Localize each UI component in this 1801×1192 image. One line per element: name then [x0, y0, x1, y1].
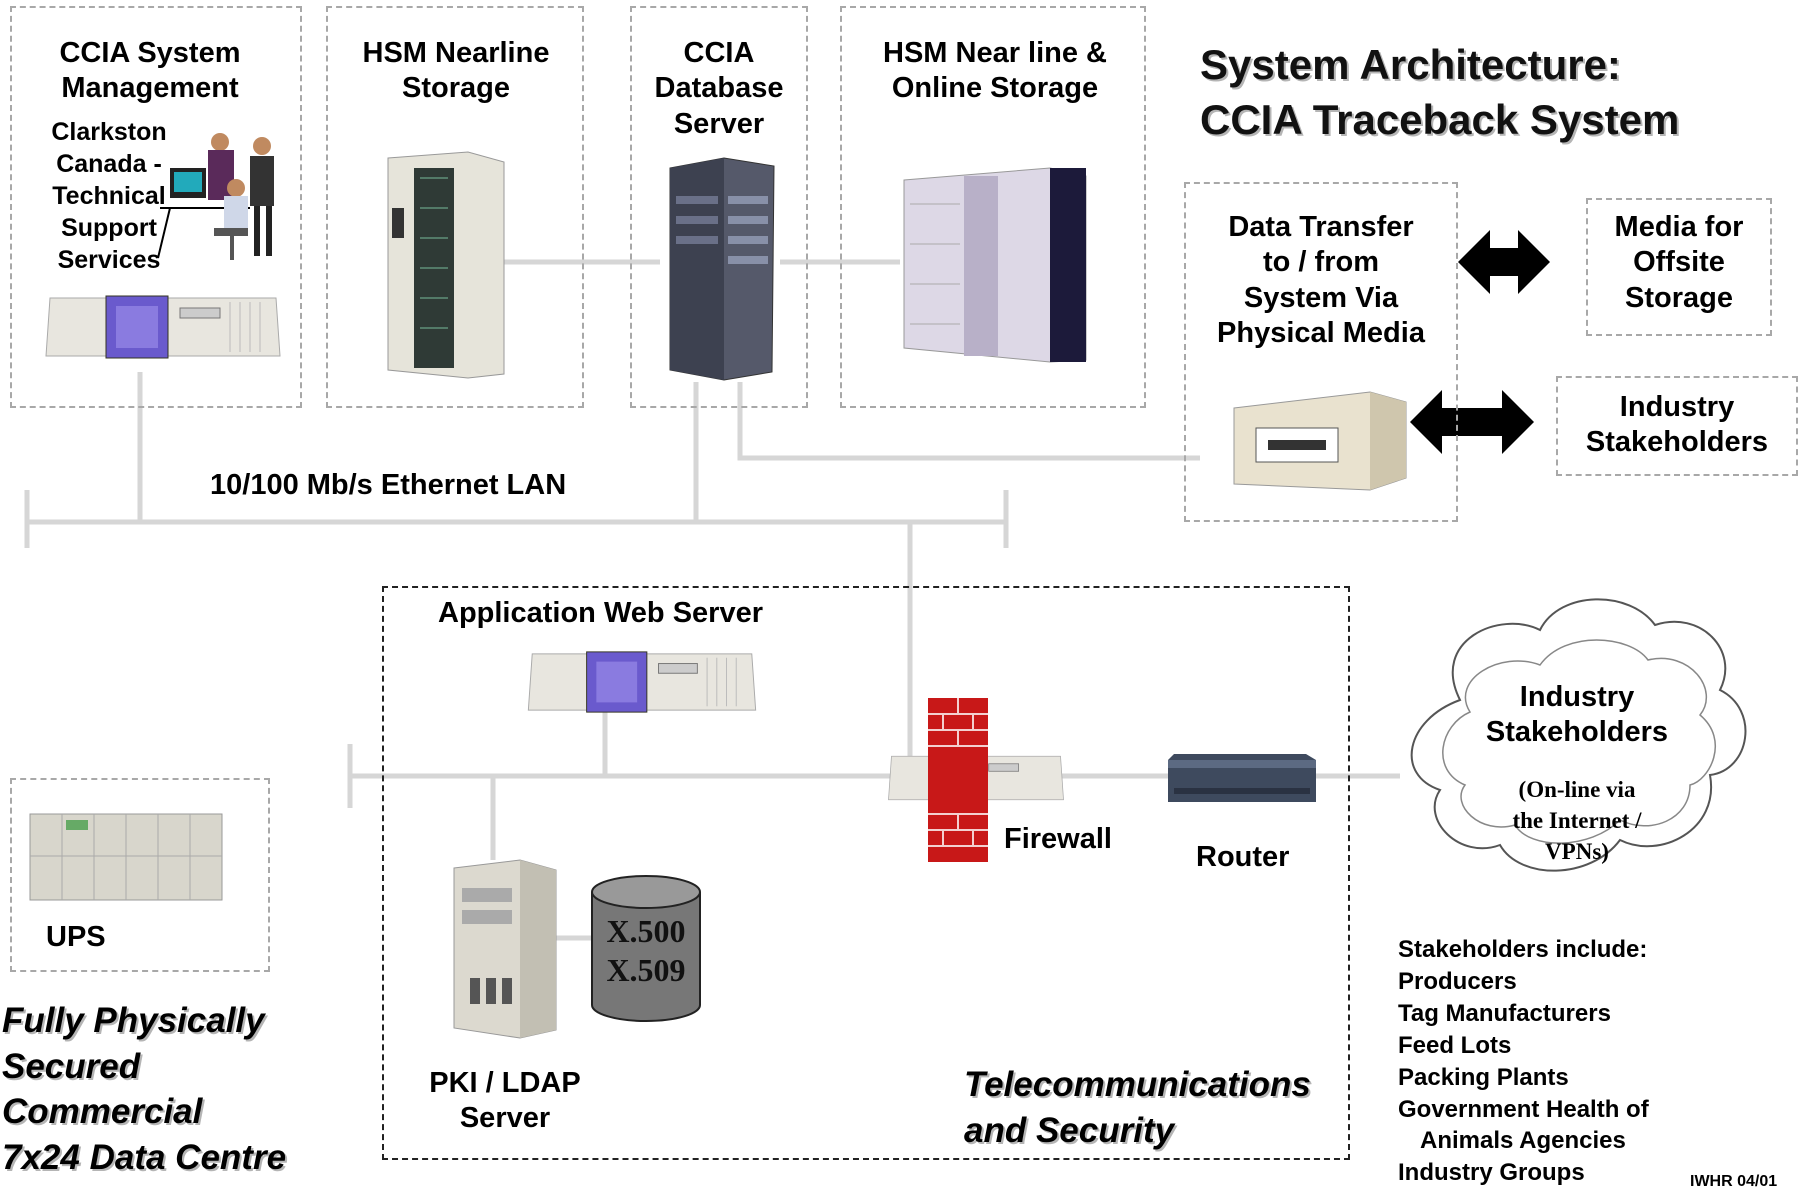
industry-box-label: Industry Stakeholders [1585, 391, 1769, 459]
pki-ldap-server-icon [453, 859, 557, 1039]
db-server-box [630, 6, 808, 408]
app-web-server-label: Application Web Server [438, 597, 763, 629]
list-item: Industry Groups [1398, 1159, 1585, 1187]
tape-drive-icon [1233, 391, 1407, 491]
list-item: Packing Plants [1398, 1063, 1569, 1091]
industry-box [1556, 376, 1798, 476]
lan-label: 10/100 Mb/s Ethernet LAN [210, 469, 567, 501]
ups-box [10, 778, 270, 972]
page-title: System Architecture: CCIA Traceback Syst… [1200, 41, 1680, 143]
data-transfer-label: Data Transfer to / from System Via Physi… [1217, 211, 1425, 350]
firewall-icon [928, 698, 988, 862]
double-arrow-icon [1458, 230, 1550, 294]
media-offsite-label: Media for Offsite Storage [1614, 211, 1744, 314]
list-item: Feed Lots [1398, 1031, 1512, 1059]
ups-label: UPS [46, 921, 106, 953]
online-storage-icon [903, 167, 1087, 363]
hsm-nearline-box [326, 6, 584, 408]
db-server-label: CCIA Database Server [654, 37, 784, 140]
media-offsite-box [1586, 198, 1772, 336]
list-item: Producers [1398, 967, 1517, 995]
people-workstation-icon [157, 133, 274, 260]
hsm-online-label: HSM Near line & Online Storage [883, 37, 1107, 105]
router-icon [1168, 754, 1316, 802]
server-icon [45, 295, 281, 359]
data-transfer-box [1184, 182, 1458, 522]
telecom-security-box [382, 586, 1350, 1160]
sys-mgmt-box [10, 6, 302, 408]
internet-cloud [1410, 598, 1747, 872]
app-web-server-icon [527, 651, 757, 713]
database-server-icon [669, 157, 775, 381]
stakeholders-heading: Stakeholders include: [1398, 936, 1648, 963]
sys-mgmt-label: CCIA System Management [59, 37, 241, 105]
list-item: Tag Manufacturers [1398, 999, 1611, 1027]
telecom-label: Telecommunications and Security [964, 1065, 1311, 1150]
hsm-online-box [840, 6, 1146, 408]
datacentre-label: Fully Physically Secured Commercial 7x24… [2, 1001, 287, 1177]
router-label: Router [1196, 841, 1290, 873]
pki-label: PKI / LDAP Server [429, 1067, 581, 1135]
nearline-storage-icon [387, 151, 505, 379]
ups-icon [29, 813, 223, 901]
cloud-title: Industry Stakeholders [1485, 681, 1669, 749]
stakeholders-list: Stakeholders include: Producers Tag Manu… [1398, 934, 1649, 1189]
sys-mgmt-sublabel: Clarkston Canada - Technical Support Ser… [51, 118, 167, 274]
hsm-nearline-label: HSM Nearline Storage [362, 37, 550, 105]
firewall-label: Firewall [1004, 823, 1112, 855]
footer-code: IWHR 04/01 [1690, 1173, 1778, 1190]
list-item: Animals Agencies [1420, 1127, 1626, 1155]
ldap-db-label: X.500 X.509 [606, 913, 686, 989]
list-item: Government Health of [1398, 1095, 1649, 1123]
database-cylinder-icon [591, 875, 701, 1022]
double-arrow-icon-2 [1410, 390, 1534, 454]
cloud-sub: (On-line via the Internet / VPNs) [1512, 777, 1642, 865]
